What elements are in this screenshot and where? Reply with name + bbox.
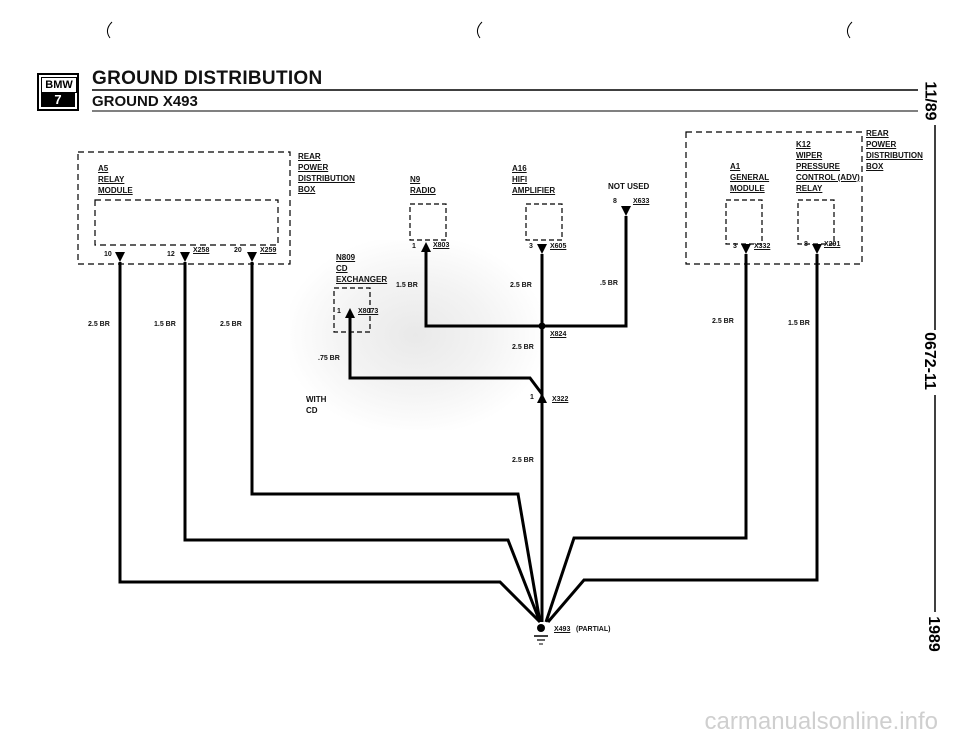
x493-name: X493 [554,626,571,633]
x332-pin: 3 [733,243,737,250]
connector-markers [115,206,822,403]
a16-line2: AMPLIFIER [512,186,556,195]
side-doc-number: 0672-11 [920,332,938,390]
x291-pin: 8 [804,241,808,248]
side-year: 1989 [924,616,942,652]
scan-mark [476,21,483,39]
rpd-left-line2: POWER [298,163,329,172]
k12-box [797,199,835,245]
rpd-right-line3: DISTRIBUTION [866,151,923,160]
a16-line1: HIFI [512,175,528,184]
wire-label: 2.5 BR [510,282,532,289]
n9-line1: RADIO [410,186,436,195]
wire-label: 1.5 BR [154,321,176,328]
a5-pin-label: 10 [104,251,112,258]
x803-pin: 1 [412,243,416,250]
wire-label: 2.5 BR [512,457,534,464]
wire-label: 1.5 BR [788,320,810,327]
rpd-left-line4: BOX [298,185,316,194]
x322-name: X322 [552,396,569,403]
n809-box [333,287,371,333]
x322-pin: 1 [530,394,534,401]
n809-line2: EXCHANGER [336,275,388,284]
with-cd-line2: CD [306,406,318,415]
logo-bottom: 7 [41,92,75,107]
x8073-pin: 1 [337,308,341,315]
ground-symbol [534,624,548,645]
k12-line1: WIPER [796,151,823,160]
wire-label: .75 BR [318,355,340,362]
wire-label: 2.5 BR [712,318,734,325]
x8073-name: X8073 [358,308,379,315]
a16-box [525,203,563,241]
a16-id: A16 [512,164,527,173]
x605-name: X605 [550,243,567,250]
n9-box [409,203,447,241]
wire-label: .5 BR [600,280,618,287]
n9-id: N9 [410,175,421,184]
x633-pin: 8 [613,198,617,205]
k12-line2: PRESSURE [796,162,841,171]
n809-line1: CD [336,264,348,273]
watermark: carmanualsonline.info [704,708,938,735]
with-cd-line1: WITH [306,395,327,404]
not-used-label: NOT USED [608,182,650,191]
wire-label: 2.5 BR [88,321,110,328]
wire-label: 1.5 BR [396,282,418,289]
k12-line4: RELAY [796,184,823,193]
rear-power-box-right [685,131,863,265]
rpd-right-line4: BOX [866,162,884,171]
rpd-left-line3: DISTRIBUTION [298,174,355,183]
a5-box [94,199,279,246]
rpd-right-line2: POWER [866,140,897,149]
rpd-right-line1: REAR [866,129,889,138]
x605-pin: 3 [529,243,533,250]
n809-id: N809 [336,253,356,262]
x291-name: X291 [824,241,841,248]
a1-line2: MODULE [730,184,765,193]
rear-power-box-left [77,151,291,265]
page-title: GROUND DISTRIBUTION [92,68,323,89]
scan-mark [106,21,113,39]
ground-wires [118,216,819,624]
splice-x824 [538,322,546,330]
a5-id: A5 [98,164,109,173]
rpd-left-line1: REAR [298,152,321,161]
shaded-area [290,240,540,430]
side-date: 11/89 [921,81,939,121]
k12-line3: CONTROL (ADV) [796,173,860,182]
x803-name: X803 [433,242,450,249]
x332-name: X332 [754,243,771,250]
a5-line1: RELAY [98,175,125,184]
a1-line1: GENERAL [730,173,770,182]
wire-label: 2.5 BR [512,344,534,351]
x259-name: X259 [260,247,277,254]
page-subtitle: GROUND X493 [92,93,198,110]
scan-mark [846,21,853,39]
x633-name: X633 [633,198,650,205]
bmw-logo: BMW 7 [37,73,79,111]
x493-note: (PARTIAL) [576,626,611,633]
x824-name: X824 [550,331,567,338]
a5-line2: MODULE [98,186,133,195]
k12-id: K12 [796,140,811,149]
a1-id: A1 [730,162,741,171]
x258-pin: 12 [167,251,175,258]
wire-label: 2.5 BR [220,321,242,328]
a1-box [725,199,763,245]
x259-pin: 20 [234,247,242,254]
logo-top: BMW [41,77,77,93]
x258-name: X258 [193,247,210,254]
